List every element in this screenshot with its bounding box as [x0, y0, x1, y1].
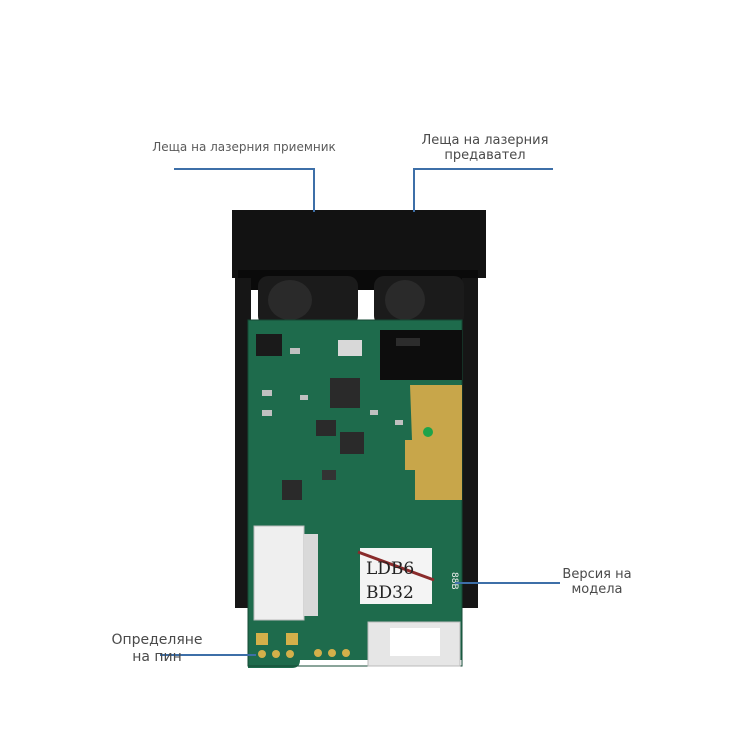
- model-version-leader: [455, 582, 560, 584]
- pin-pads: [256, 633, 350, 658]
- sticker-line2: BD32: [366, 583, 414, 603]
- transmitter-lens-label-line1: Леща на лазерния: [421, 133, 549, 148]
- pin-definition-label: Определяне на пин: [100, 632, 214, 666]
- pin-definition-leader: [160, 654, 256, 656]
- pin-definition-label-line1: Определяне: [111, 632, 203, 648]
- sticker-line1: LDB6: [366, 559, 414, 579]
- model-version-label: Версия на модела: [552, 567, 642, 597]
- side-connector: [253, 525, 305, 621]
- lens-housing: [232, 210, 486, 278]
- model-version-label-line2: модела: [571, 582, 623, 597]
- transmitter-lens-label: Леща на лазерния предавател: [405, 133, 565, 163]
- receiver-lens-leader-vertical: [313, 168, 315, 212]
- transmitter-lens-leader: [413, 168, 553, 170]
- model-version-label-line1: Версия на: [562, 567, 632, 582]
- transmitter-lens-leader-vertical: [413, 168, 415, 212]
- receiver-lens-leader: [174, 168, 314, 170]
- side-code: 88B: [449, 572, 459, 590]
- transmitter-lens-label-line2: предавател: [444, 148, 526, 163]
- pin-definition-label-line2: на пин: [132, 649, 182, 665]
- receiver-lens-label: Леща на лазерния приемник: [152, 140, 336, 154]
